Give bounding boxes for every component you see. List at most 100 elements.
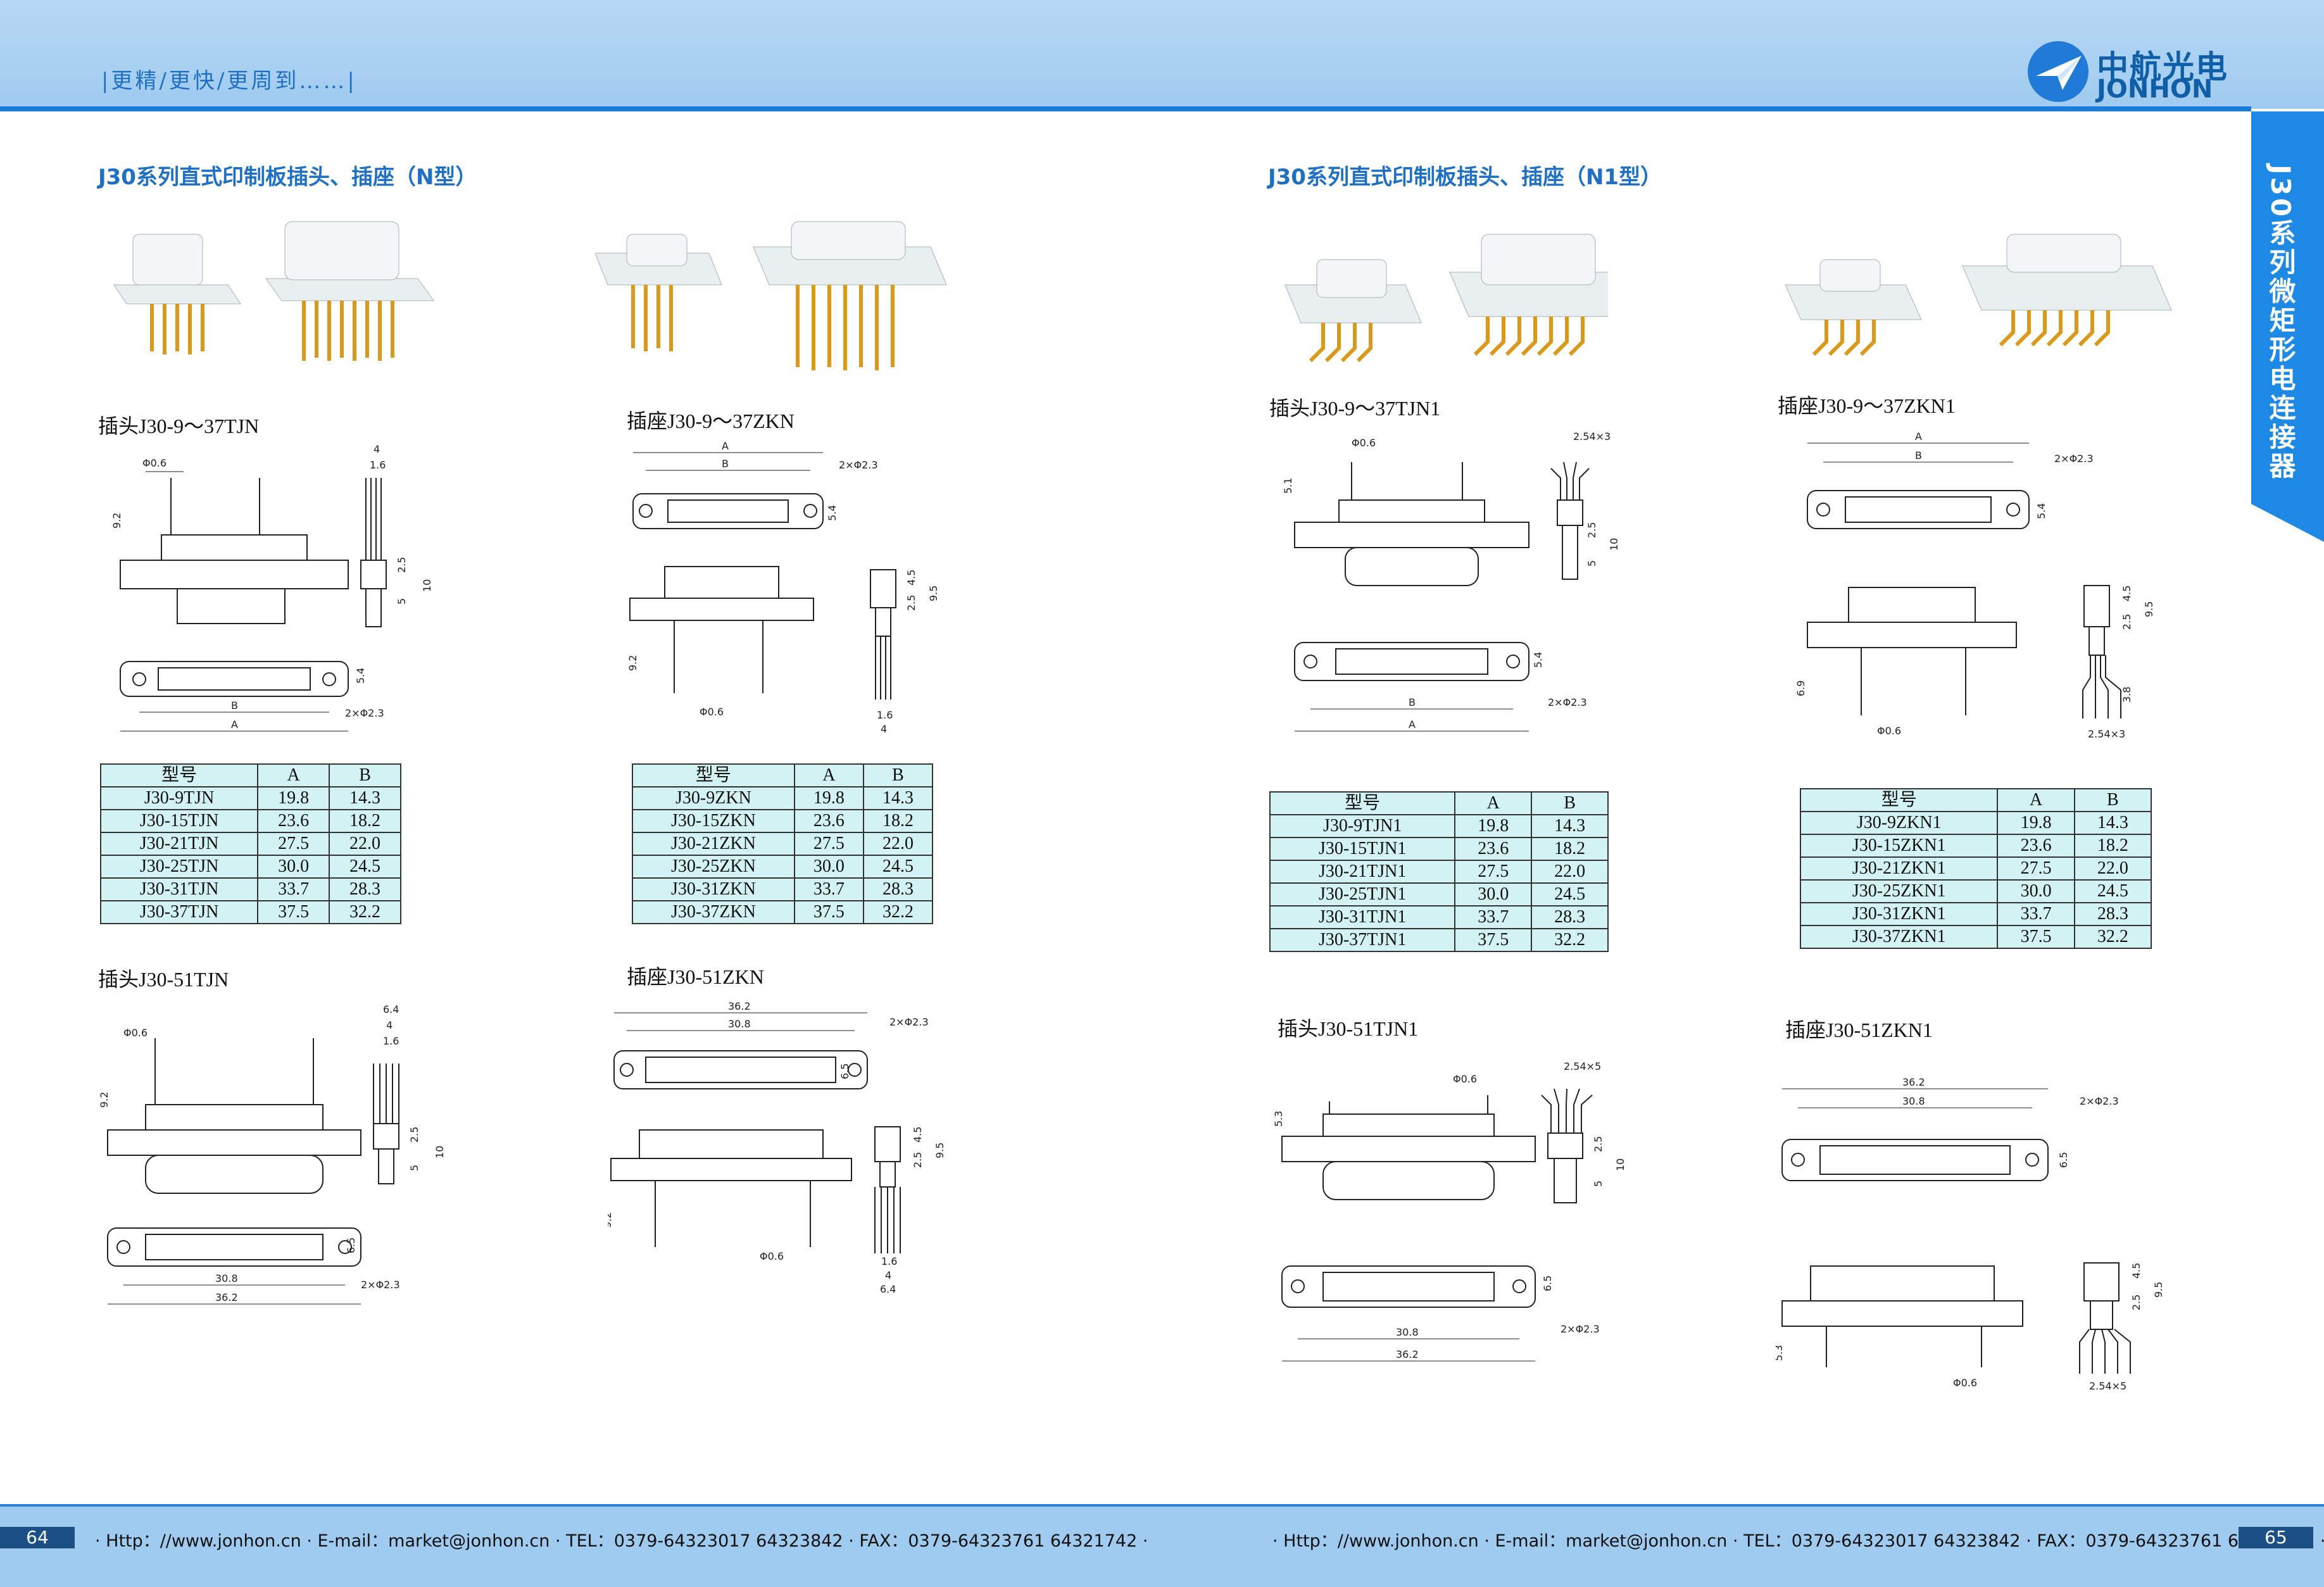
dim-phi06-tjn1-51: Φ0.6	[1453, 1073, 1477, 1085]
dim-5-tjn1-51: 5	[1592, 1181, 1604, 1187]
dim-hole-tjn1: 2×Φ2.3	[1548, 696, 1587, 708]
dim-95-zkn51: 9.5	[934, 1143, 946, 1158]
dim-phi06-zkn1: Φ0.6	[1877, 725, 1901, 737]
dim-25-tjn1: 2.5	[1586, 522, 1598, 538]
dim-45-zkn1: 4.5	[2121, 586, 2133, 601]
product-photo-zkn1	[1785, 234, 2172, 356]
dim-45-zkn1-51: 4.5	[2130, 1263, 2142, 1279]
dim-45-zkn51: 4.5	[912, 1127, 924, 1143]
dim-362-tjn51: 36.2	[215, 1291, 238, 1303]
dim-16-zkn51: 1.6	[881, 1255, 897, 1267]
dim-4: 4	[374, 443, 380, 455]
dim-10: 10	[421, 579, 433, 592]
dim-54-tjn1: 5.4	[1532, 652, 1544, 668]
label-zkn-51: 插座J30-51ZKN	[627, 965, 764, 988]
dim-A-tjn: A	[231, 718, 238, 731]
left-section-title: J30系列直式印制板插头、插座（N型）	[98, 165, 477, 190]
dim-65-tjn51: 6.5	[345, 1238, 357, 1253]
dim-hole-tjn51: 2×Φ2.3	[361, 1279, 400, 1291]
table-header: 型号	[99, 763, 259, 787]
dim-92: 9.2	[111, 513, 123, 529]
dim-A-zkn: A	[722, 440, 729, 452]
label-tjn1-51: 插头J30-51TJN1	[1278, 1017, 1419, 1040]
logo-mark-icon	[2028, 41, 2088, 102]
right-section-title: J30系列直式印制板插头、插座（N1型）	[1268, 165, 1662, 190]
dim-5-tjn1: 5	[1586, 560, 1598, 567]
dim-B-zkn: B	[722, 458, 729, 470]
dim-A-tjn1: A	[1409, 718, 1416, 731]
product-photo-tjn	[113, 221, 434, 361]
dim-10-tjn1: 10	[1608, 538, 1620, 551]
dim-phi06-tjn1: Φ0.6	[1352, 437, 1376, 449]
dim-16: 1.6	[370, 459, 386, 471]
header-band	[0, 0, 2324, 109]
dim-362-zkn1-51: 36.2	[1902, 1076, 1925, 1088]
dim-308-zkn51: 30.8	[728, 1018, 751, 1030]
dim-25-tjn1-51: 2.5	[1592, 1136, 1604, 1152]
drawing-tjn1-51: Φ0.6 5.3 2.54×5 2.5 5 10 30.8 36.2 6.5 2…	[1272, 1060, 1626, 1362]
dim-25-zkn1-51: 2.5	[2130, 1295, 2142, 1310]
dim-362-tjn1-51: 36.2	[1396, 1348, 1419, 1360]
logo-english: JONHON	[2097, 75, 2213, 104]
dim-16-zkn: 1.6	[877, 709, 893, 721]
footer-band	[0, 1507, 2324, 1587]
drawing-zkn1-9-37: A B 2×Φ2.3 5.4 Φ0.6 6.9 4.5 2.5 9.5 3.8 …	[1795, 430, 2155, 740]
dim-95-zkn1: 9.5	[2143, 601, 2155, 617]
dim-phi06-zkn1-51: Φ0.6	[1953, 1377, 1977, 1389]
dim-10-tjn51: 10	[434, 1146, 446, 1158]
side-tab-title: J30系列微矩形电连接器	[2265, 165, 2296, 482]
drawing-tjn1-9-37: Φ0.6 5.1 2.54×3 2.5 5 10 B A 5.4 2×Φ2.3	[1282, 430, 1620, 732]
dim-25-zkn: 2.5	[905, 595, 917, 611]
dim-B-tjn: B	[231, 699, 238, 712]
dim-64-zkn51: 6.4	[880, 1283, 896, 1295]
dim-65-tjn1-51: 6.5	[1542, 1276, 1554, 1291]
dim-51-tjn1: 5.1	[1282, 478, 1294, 494]
dim-hole-zkn: 2×Φ2.3	[839, 459, 878, 471]
dim-25-zkn51: 2.5	[912, 1152, 924, 1168]
dim-pitch5-tjn1-51: 2.54×5	[1564, 1060, 1601, 1072]
table-header: A	[1454, 791, 1533, 815]
dim-A-zkn1: A	[1915, 430, 1922, 442]
table-header: B	[329, 763, 401, 787]
dim-54-zkn: 5.4	[826, 505, 838, 521]
drawing-zkn1-51: 36.2 30.8 2×Φ2.3 6.5 Φ0.6 5.3 4.5 2.5 9.…	[1776, 1076, 2164, 1392]
dim-25-tjn51: 2.5	[408, 1127, 420, 1143]
table-header: A	[257, 763, 330, 787]
dim-phi06-zkn51: Φ0.6	[760, 1250, 784, 1262]
table-header: B	[862, 763, 934, 787]
dim-16-tjn51: 1.6	[383, 1035, 399, 1047]
table-header: 型号	[632, 763, 795, 787]
dim-54-zkn1: 5.4	[2035, 503, 2047, 519]
footer-divider	[0, 1504, 2324, 1508]
dim-92-zkn: 9.2	[627, 655, 639, 671]
dim-95-zkn: 9.5	[927, 586, 939, 601]
dim-hole-zkn1: 2×Φ2.3	[2054, 453, 2094, 465]
drawing-tjn-51: Φ0.6 9.2 6.4 4 1.6 2.5 5 10 30.8 36.2 6.…	[98, 1003, 446, 1305]
dim-95-zkn1-51: 9.5	[2152, 1282, 2164, 1298]
dim-5: 5	[396, 598, 408, 605]
dim-pitch3-zkn1: 2.54×3	[2088, 728, 2125, 740]
page-number-left: 64	[0, 1527, 75, 1548]
dim-65-zkn1-51: 6.5	[2057, 1152, 2070, 1168]
product-photo-tjn1	[1284, 234, 1608, 363]
drawing-tjn-9-37: Φ0.6 9.2 4 1.6 2.5 5 10 B A 5.4 2×Φ2.3	[111, 443, 433, 732]
label-zkn-9-37: 插座J30-9～37ZKN	[627, 410, 795, 432]
dim-B-tjn1: B	[1409, 696, 1416, 708]
